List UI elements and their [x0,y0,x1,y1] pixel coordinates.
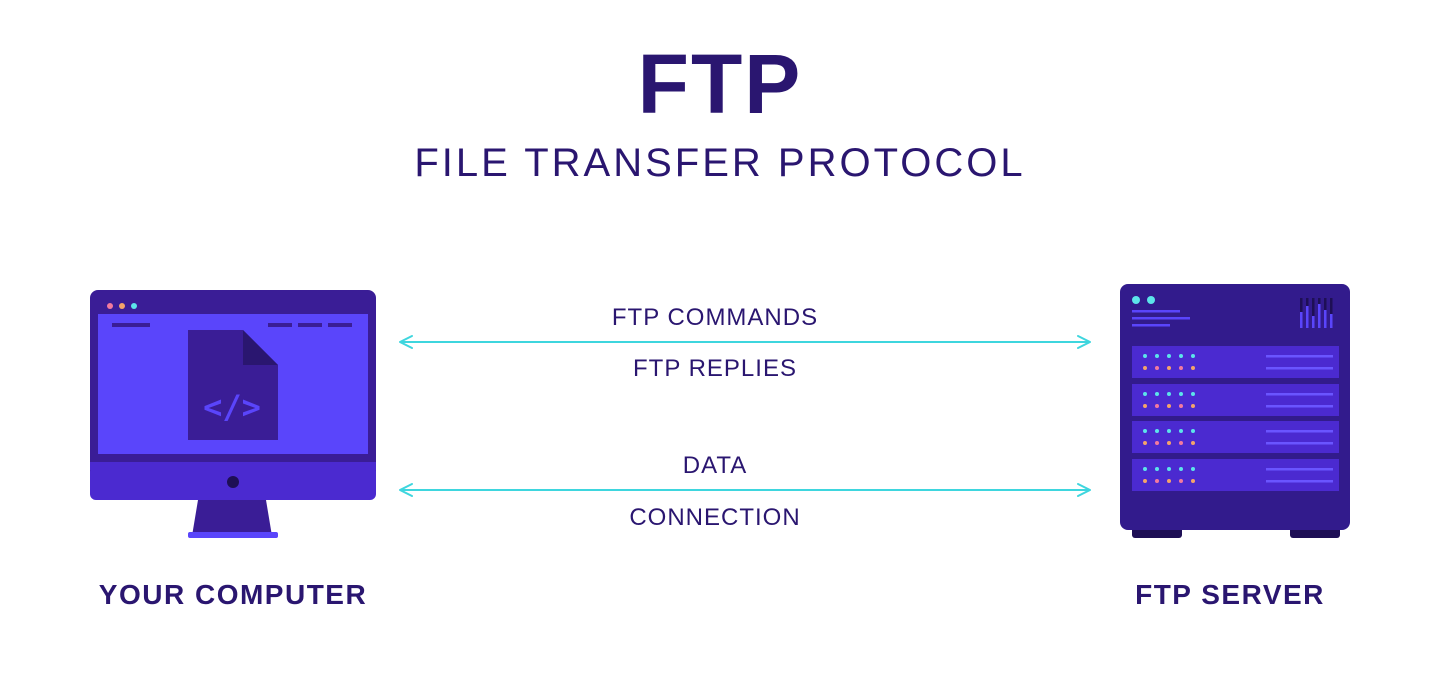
server-led-dot [1179,392,1183,396]
server-led-dot [1143,441,1147,445]
server-led-dot [1179,366,1183,370]
server-led-dot [1155,392,1159,396]
power-button [227,476,239,488]
server-led-dot [1155,429,1159,433]
server-slot [1132,459,1339,491]
server-slot [1132,384,1339,416]
server-led-dot [1191,366,1195,370]
window-close-dot [107,303,113,309]
server-led-dot [1179,429,1183,433]
window-header-line [112,323,150,327]
server-led-dot [1155,441,1159,445]
server-led-dot [1143,354,1147,358]
window-titlebar [98,298,368,314]
server-led-dot [1191,404,1195,408]
monitor-base [188,532,278,538]
server-led-dot [1143,404,1147,408]
server-led-dot [1143,479,1147,483]
server-led-dot [1179,354,1183,358]
ftp-server-caption: FTP SERVER [1135,579,1325,610]
your-computer-caption: YOUR COMPUTER [98,579,368,610]
server-icon [1120,284,1350,538]
server-led-dot [1167,441,1171,445]
diagram-subtitle: FILE TRANSFER PROTOCOL [414,141,1026,185]
server-led-dot [1143,366,1147,370]
server-led-dot [1155,404,1159,408]
server-led-dot [1179,404,1183,408]
server-slot [1132,346,1339,378]
server-status-dot [1147,296,1155,304]
server-led-dot [1191,479,1195,483]
server-slot [1132,421,1339,453]
server-status-dot [1132,296,1140,304]
server-led-dot [1191,392,1195,396]
server-led-dot [1143,467,1147,471]
server-led-dot [1155,479,1159,483]
computer-icon: </> [90,290,376,538]
server-led-dot [1179,441,1183,445]
diagram-title: FTP [637,37,803,131]
server-led-dot [1155,366,1159,370]
server-led-dot [1191,441,1195,445]
server-led-dot [1167,366,1171,370]
server-led-dot [1167,354,1171,358]
server-bars-icon [1300,298,1333,328]
server-led-dot [1191,354,1195,358]
monitor-stand [192,500,272,536]
server-led-dot [1167,404,1171,408]
code-glyph: </> [203,388,261,426]
ftp-commands-label: FTP COMMANDS [611,304,819,331]
window-maximize-dot [131,303,137,309]
server-led-dot [1191,467,1195,471]
ftp-replies-label: FTP REPLIES [633,355,797,382]
server-led-dot [1167,467,1171,471]
server-led-dot [1167,429,1171,433]
server-led-dot [1143,392,1147,396]
server-led-dot [1191,429,1195,433]
server-led-dot [1155,467,1159,471]
server-slots [1132,346,1339,491]
server-led-dot [1167,392,1171,396]
connection-label: CONNECTION [629,504,801,531]
server-led-dot [1155,354,1159,358]
server-led-dot [1179,467,1183,471]
server-led-dot [1143,429,1147,433]
server-led-dot [1167,479,1171,483]
server-led-dot [1179,479,1183,483]
data-label: DATA [682,452,748,479]
window-minimize-dot [119,303,125,309]
